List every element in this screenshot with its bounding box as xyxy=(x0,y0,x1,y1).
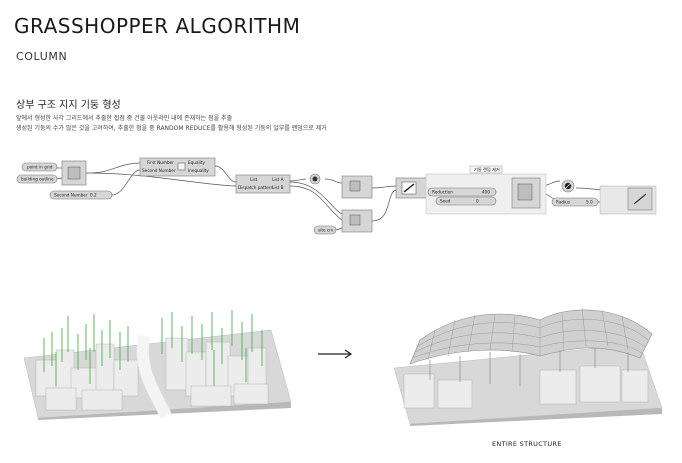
param-building-outline-label: building outline xyxy=(21,177,54,182)
description-line-1: 앞에서 형성한 사각 그리드에서 추출한 접점 중 건물 아웃라인 내에 존재하… xyxy=(16,115,233,122)
slider-reduction[interactable]: Reduction 400 xyxy=(427,187,497,197)
slider-radius-label: Radius xyxy=(556,200,570,205)
section-heading: 상부 구조 지지 기둥 형성 xyxy=(16,100,121,111)
entire-structure-render xyxy=(393,307,663,426)
component-dispatch[interactable]: List Dispatch pattern List A List B xyxy=(235,174,291,194)
page-title: GRASSHOPPER ALGORITHM xyxy=(14,14,301,38)
component-relay[interactable] xyxy=(309,173,321,185)
slider-seed-value: 0 xyxy=(476,199,479,204)
dispatch-list: List xyxy=(250,177,258,182)
param-point-in-grid[interactable]: point in grid xyxy=(21,162,58,172)
slider-seed-label: Seed xyxy=(440,199,451,204)
arrow-icon xyxy=(318,349,353,359)
eq-inequality: Inequality xyxy=(188,168,209,173)
dispatch-list-b: List B xyxy=(272,185,284,190)
component-deconstruct-1[interactable] xyxy=(341,175,373,199)
slider-second-number-label: Second Number xyxy=(54,193,88,198)
slider-seed[interactable]: Seed 0 xyxy=(435,196,497,206)
slider-second-number-value: 0.2 xyxy=(90,193,97,198)
roof-grid xyxy=(409,307,653,386)
component-deconstruct-2[interactable] xyxy=(341,209,373,233)
eq-second-number: Second Number xyxy=(142,168,176,173)
description-line-2: 생성된 기둥의 수가 많은 것을 고려하여, 추출한 점을 중 RANDOM R… xyxy=(16,125,327,132)
dispatch-pattern: Dispatch pattern xyxy=(238,185,273,190)
component-random-reduce[interactable] xyxy=(511,177,541,209)
param-point-in-grid-label: point in grid xyxy=(27,165,53,170)
component-point-containment[interactable] xyxy=(61,160,87,186)
slider-second-number[interactable]: Second Number 0.2 xyxy=(49,190,113,200)
green-columns xyxy=(43,310,263,386)
road xyxy=(136,334,172,419)
param-building-outline[interactable]: building outline xyxy=(16,174,58,184)
caption-entire-structure: ENTIRE STRUCTURE xyxy=(492,440,562,448)
slider-reduction-label: Reduction xyxy=(432,190,453,195)
component-pipe[interactable] xyxy=(561,179,575,193)
slider-reduction-value: 400 xyxy=(482,190,490,195)
slider-radius[interactable]: Radius 5.0 xyxy=(551,197,599,207)
eq-equality: Equality xyxy=(188,160,205,165)
param-site-crv[interactable]: site crv xyxy=(313,225,337,235)
city-columns-render xyxy=(23,310,292,420)
component-equality[interactable]: First Number Second Number Equality Ineq… xyxy=(139,157,216,177)
grasshopper-canvas: point in grid building outline Second Nu… xyxy=(16,157,657,235)
component-line[interactable] xyxy=(395,177,431,199)
eq-first-number: First Number xyxy=(147,160,174,165)
component-output[interactable] xyxy=(599,185,657,215)
param-site-crv-label: site crv xyxy=(318,228,334,233)
dispatch-list-a: List A xyxy=(272,177,284,182)
group-random-reduce-label: 기둥 랜덤 제거 xyxy=(474,166,500,173)
slider-radius-value: 5.0 xyxy=(586,200,593,205)
page-subtitle: COLUMN xyxy=(16,50,68,63)
building-blocks xyxy=(35,337,269,411)
